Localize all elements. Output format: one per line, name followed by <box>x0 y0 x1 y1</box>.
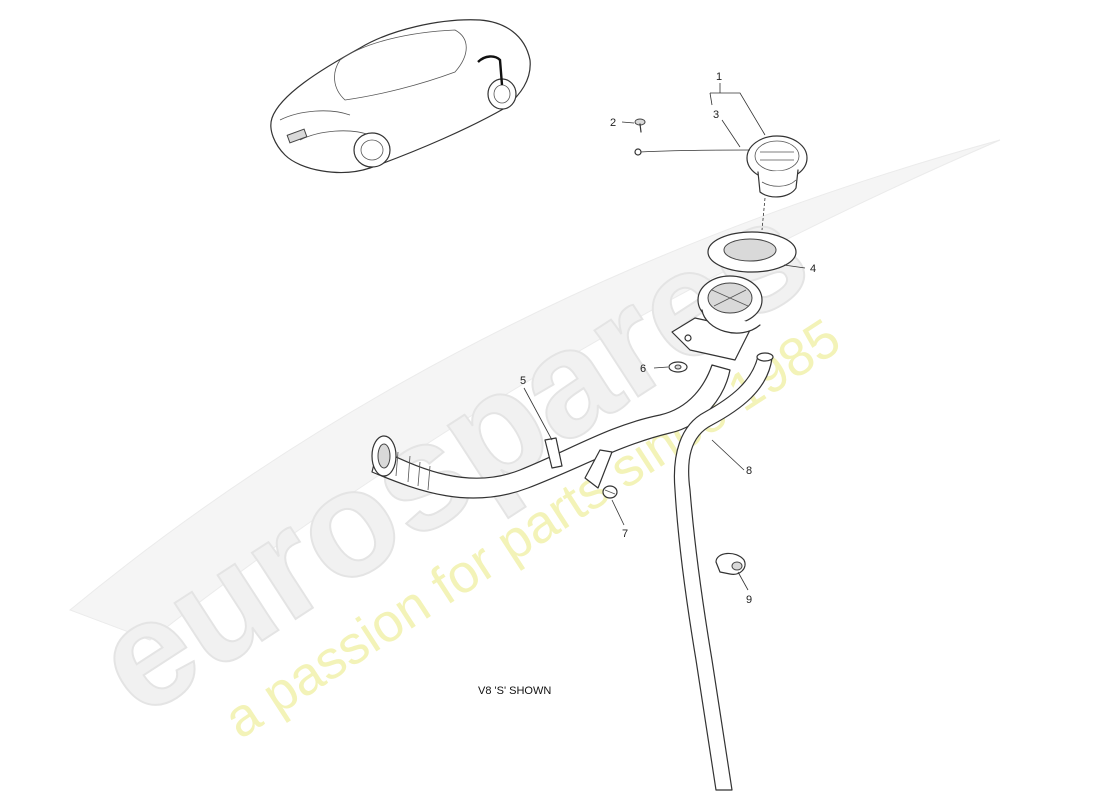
washer <box>668 361 688 373</box>
seal-ring <box>707 197 797 273</box>
car-illustration <box>270 19 531 174</box>
leader-lines <box>523 83 806 591</box>
breather-pipe <box>673 352 774 791</box>
callout-8: 8 <box>746 465 752 477</box>
car-fuel-flap-highlight <box>477 55 504 86</box>
screw <box>634 118 646 133</box>
pipe-clip <box>715 552 746 575</box>
fuel-cap <box>634 135 808 198</box>
callout-6: 6 <box>640 363 646 375</box>
filler-neck-housing <box>671 275 763 361</box>
callouts: 1 2 3 4 5 6 7 8 9 <box>520 71 816 606</box>
fuel-cap-tether <box>639 149 751 153</box>
watermark: eurospares a passion for parts since 198… <box>65 139 1001 750</box>
callout-7: 7 <box>622 528 628 540</box>
bolt <box>602 485 618 499</box>
callout-4: 4 <box>810 263 816 275</box>
callout-1: 1 <box>716 71 722 83</box>
callout-2: 2 <box>610 117 616 129</box>
filler-hose <box>371 364 731 499</box>
diagram-caption: V8 'S' SHOWN <box>478 685 551 697</box>
callout-5: 5 <box>520 375 526 387</box>
callout-9: 9 <box>746 594 752 606</box>
callout-3: 3 <box>713 109 719 121</box>
